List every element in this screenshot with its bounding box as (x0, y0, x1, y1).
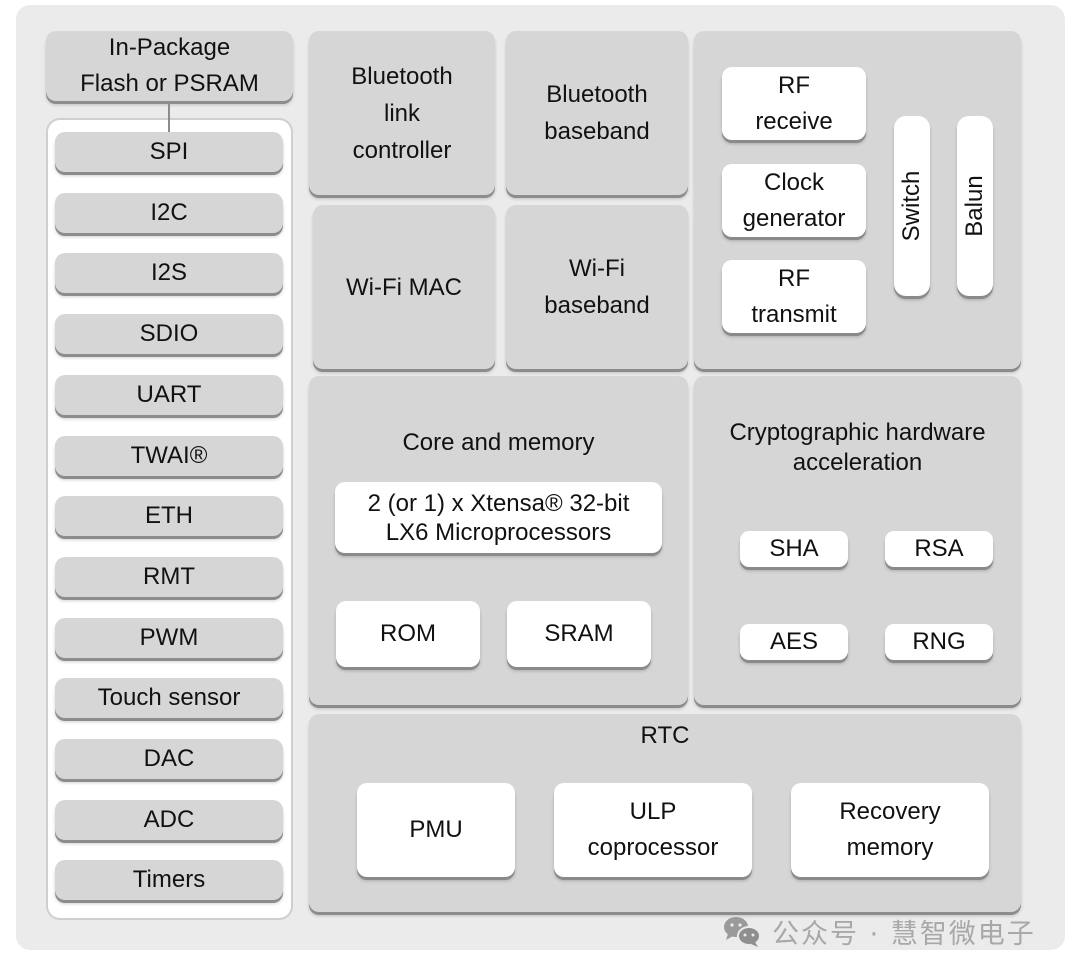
rf-receive-label-1: RF (778, 71, 810, 99)
sram-block: SRAM (507, 601, 651, 667)
peripheral-label: RMT (143, 563, 195, 590)
flash-psram-block: In-Package Flash or PSRAM (46, 31, 293, 101)
peripheral-label: SPI (149, 138, 189, 165)
bt-link-label-3: controller (352, 136, 452, 164)
spi-flash-connector (168, 104, 170, 132)
clock-generator-label-2: generator (742, 204, 846, 232)
peripheral-adc: ADC (55, 800, 283, 840)
watermark: 公众号 · 慧智微电子 (722, 912, 1036, 951)
peripheral-label: TWAI® (130, 442, 208, 469)
bluetooth-baseband-block: Bluetooth baseband (506, 31, 688, 195)
clock-generator-label-1: Clock (763, 168, 824, 196)
balun-label: Balun (961, 175, 988, 237)
flash-label-line2: Flash or PSRAM (80, 70, 259, 97)
sha-block: SHA (740, 531, 848, 567)
peripheral-timers: Timers (55, 860, 283, 900)
rf-transmit-label-1: RF (778, 264, 810, 292)
peripheral-i2c: I2C (55, 193, 283, 233)
recovery-label-2: memory (846, 834, 934, 861)
core-memory-title: Core and memory (402, 429, 595, 456)
peripheral-touch-sensor: Touch sensor (55, 678, 283, 718)
recovery-memory-block: Recovery memory (791, 783, 989, 877)
peripheral-label: I2S (150, 259, 188, 286)
wifi-baseband-label-2: baseband (544, 292, 650, 319)
rsa-label: RSA (914, 535, 964, 562)
peripheral-sdio: SDIO (55, 314, 283, 354)
flash-label-line1: In-Package (108, 34, 231, 61)
sha-label: SHA (769, 535, 819, 562)
aes-label: AES (769, 628, 819, 655)
peripheral-label: DAC (143, 745, 195, 772)
bluetooth-link-controller-block: Bluetooth link controller (309, 31, 495, 195)
cpu-block: 2 (or 1) x Xtensa® 32-bit LX6 Microproce… (335, 482, 662, 553)
balun-block: Balun (957, 116, 993, 296)
bt-baseband-label-2: baseband (544, 118, 650, 145)
peripheral-label: SDIO (139, 320, 199, 347)
peripheral-label: ADC (143, 806, 195, 833)
pmu-block: PMU (357, 783, 515, 877)
cpu-label-2: LX6 Microprocessors (385, 518, 612, 546)
bt-baseband-label-1: Bluetooth (546, 81, 648, 108)
rf-receive-block: RF receive (722, 67, 866, 140)
rtc-title: RTC (640, 722, 690, 749)
rng-block: RNG (885, 624, 993, 660)
crypto-title-line1: Cryptographic hardware (729, 419, 986, 446)
peripheral-eth: ETH (55, 496, 283, 536)
recovery-label-1: Recovery (839, 798, 941, 825)
rom-label: ROM (380, 620, 436, 647)
ulp-label-1: ULP (629, 798, 677, 825)
wifi-baseband-block: Wi-Fi baseband (506, 205, 688, 369)
rf-transmit-label-2: transmit (751, 300, 837, 328)
rsa-block: RSA (885, 531, 993, 567)
rom-block: ROM (336, 601, 480, 667)
peripheral-twai: TWAI® (55, 436, 283, 476)
bt-link-label-1: Bluetooth (351, 62, 453, 90)
peripheral-label: ETH (145, 502, 193, 529)
cpu-label-1: 2 (or 1) x Xtensa® 32-bit (367, 489, 630, 517)
ulp-label-2: coprocessor (587, 834, 719, 861)
peripheral-i2s: I2S (55, 253, 283, 293)
rf-transmit-block: RF transmit (722, 260, 866, 333)
aes-block: AES (740, 624, 848, 660)
peripheral-pwm: PWM (55, 618, 283, 658)
rf-receive-label-2: receive (755, 107, 833, 135)
peripheral-rmt: RMT (55, 557, 283, 597)
peripheral-label: Touch sensor (97, 684, 241, 711)
wifi-baseband-label-1: Wi-Fi (569, 255, 625, 282)
watermark-text: 公众号 · 慧智微电子 (772, 919, 1036, 950)
peripheral-uart: UART (55, 375, 283, 415)
peripheral-spi: SPI (55, 132, 283, 172)
ulp-coprocessor-block: ULP coprocessor (554, 783, 752, 877)
clock-generator-block: Clock generator (722, 164, 866, 237)
switch-block: Switch (894, 116, 930, 296)
rng-label: RNG (912, 628, 966, 655)
wechat-icon (724, 916, 761, 947)
wifi-mac-label: Wi-Fi MAC (346, 273, 462, 301)
wifi-mac-block: Wi-Fi MAC (313, 205, 495, 369)
peripheral-label: Timers (132, 866, 206, 893)
peripheral-label: PWM (139, 624, 199, 651)
peripheral-dac: DAC (55, 739, 283, 779)
peripheral-label: UART (136, 381, 202, 408)
crypto-title-line2: acceleration (792, 449, 923, 476)
bt-link-label-2: link (383, 99, 420, 127)
crypto-title: Cryptographic hardware acceleration (694, 418, 1021, 478)
sram-label: SRAM (544, 620, 614, 647)
switch-label: Switch (898, 170, 925, 242)
pmu-label: PMU (409, 816, 463, 843)
peripheral-label: I2C (150, 199, 188, 226)
